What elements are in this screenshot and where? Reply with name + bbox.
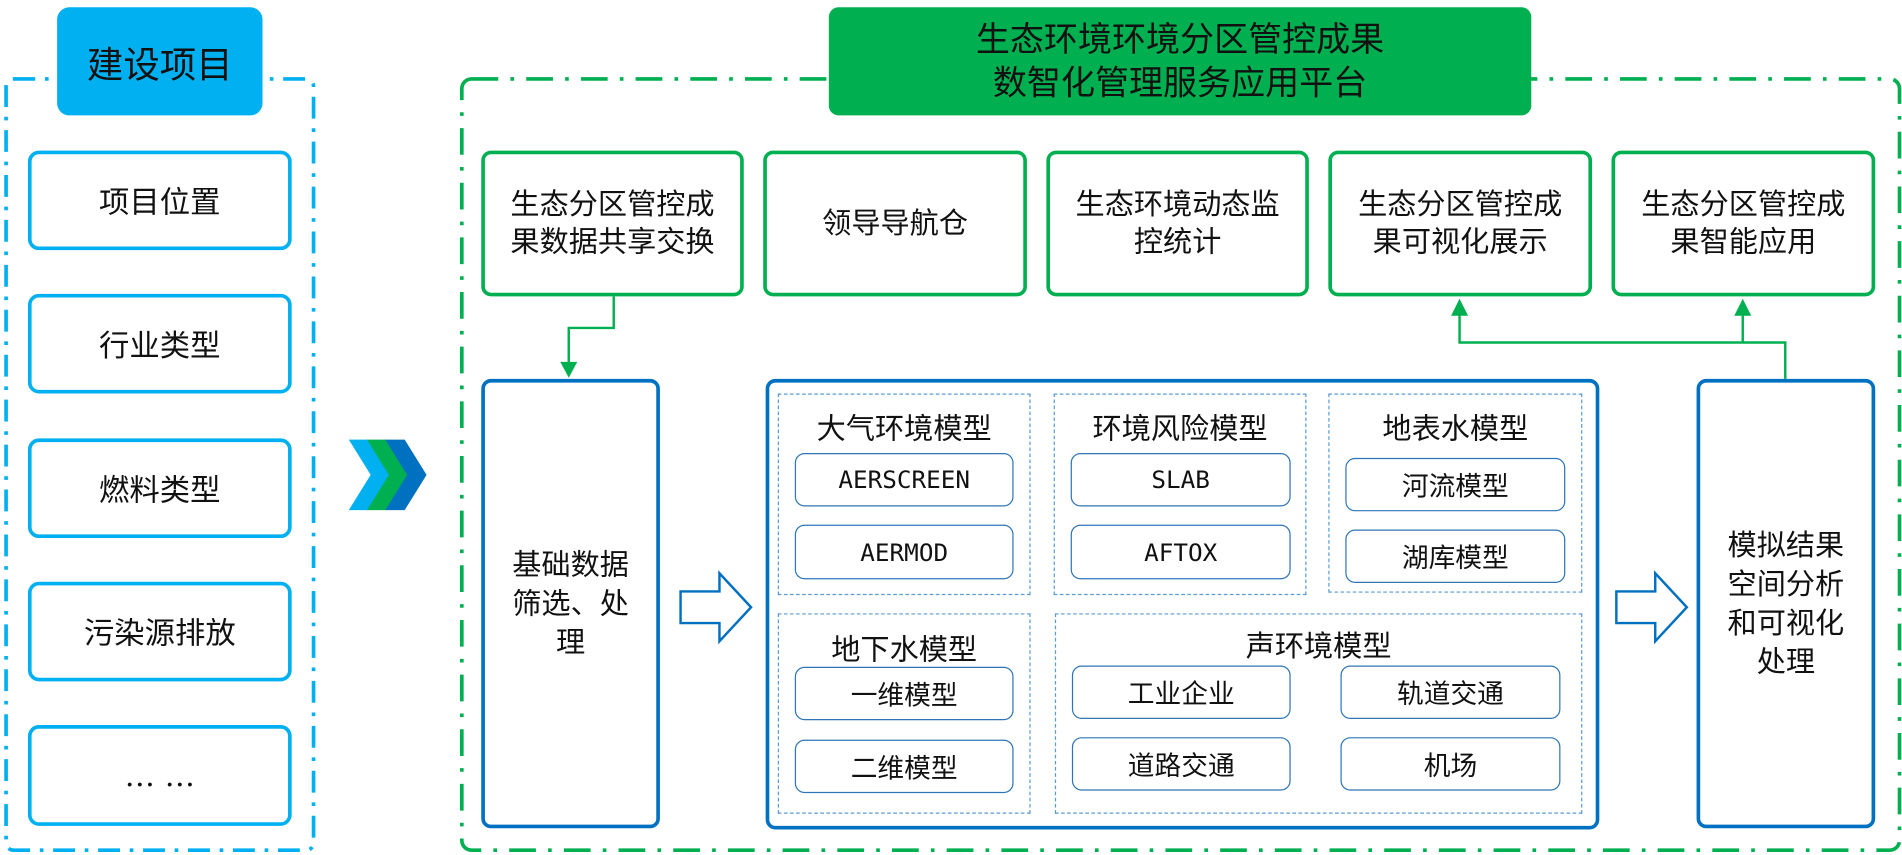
model-group-air [777,393,1031,596]
module-data-sharing[interactable]: 生态分区管控成果数据共享交换 [481,150,744,297]
model-industrial[interactable]: 工业企业 [1071,665,1291,719]
model-group-surface-water [1328,393,1583,593]
platform-title: 生态环境环境分区管控成果 数智化管理服务应用平台 [828,7,1532,116]
module-smart-application[interactable]: 生态分区管控成果智能应用 [1611,150,1876,297]
model-rail-traffic[interactable]: 轨道交通 [1340,665,1561,719]
model-aftox[interactable]: AFTOX [1070,524,1291,580]
platform-container [459,77,1902,852]
construction-item-fuel[interactable]: 燃料类型 [27,438,292,539]
chevron-icon [348,439,391,511]
model-group-title: 声环境模型 [1245,628,1392,663]
construction-title: 建设项目 [57,7,263,116]
model-slab[interactable]: SLAB [1070,453,1291,507]
model-group-title: 地下水模型 [831,632,978,667]
model-road-traffic[interactable]: 道路交通 [1071,737,1291,791]
construction-item-more[interactable]: … … [27,725,292,826]
chevron-icon [385,439,427,511]
connector-share-to-basic [567,296,615,365]
module-visualization[interactable]: 生态分区管控成果可视化展示 [1328,150,1593,297]
platform-title-line1: 生态环境环境分区管控成果 [975,18,1385,59]
chevron-icon [367,439,409,511]
basic-data-processing[interactable]: 基础数据筛选、处理 [481,378,660,829]
model-airport[interactable]: 机场 [1340,737,1561,791]
hollow-arrow-icon [1615,570,1689,645]
module-leader-cockpit[interactable]: 领导导航仓 [763,150,1027,297]
model-2d[interactable]: 二维模型 [794,739,1014,794]
simulation-analysis[interactable]: 模拟结果空间分析和可视化处理 [1696,378,1876,829]
model-group-risk [1053,393,1307,596]
module-dynamic-monitoring[interactable]: 生态环境动态监控统计 [1046,150,1309,297]
hollow-arrow-icon [679,570,753,645]
model-lake[interactable]: 湖库模型 [1345,529,1566,583]
model-1d[interactable]: 一维模型 [794,666,1014,721]
arrow-head-icon [1734,298,1752,316]
connector-simulation-to-visual [1458,313,1787,379]
model-group-title: 地表水模型 [1382,411,1529,446]
model-group-noise [1054,613,1583,814]
model-aermod[interactable]: AERMOD [794,524,1014,580]
model-group-title: 环境风险模型 [1092,411,1268,446]
model-group-groundwater [777,613,1031,814]
construction-item-emission[interactable]: 污染源排放 [27,581,292,682]
model-river[interactable]: 河流模型 [1345,457,1566,512]
arrow-head-icon [560,361,578,378]
construction-item-location[interactable]: 项目位置 [27,150,292,251]
platform-title-line2: 数智化管理服务应用平台 [992,62,1368,103]
model-aerscreen[interactable]: AERSCREEN [794,453,1014,507]
arrow-head-icon [1451,298,1469,316]
model-group-title: 大气环境模型 [816,411,992,446]
construction-item-industry[interactable]: 行业类型 [27,293,292,394]
